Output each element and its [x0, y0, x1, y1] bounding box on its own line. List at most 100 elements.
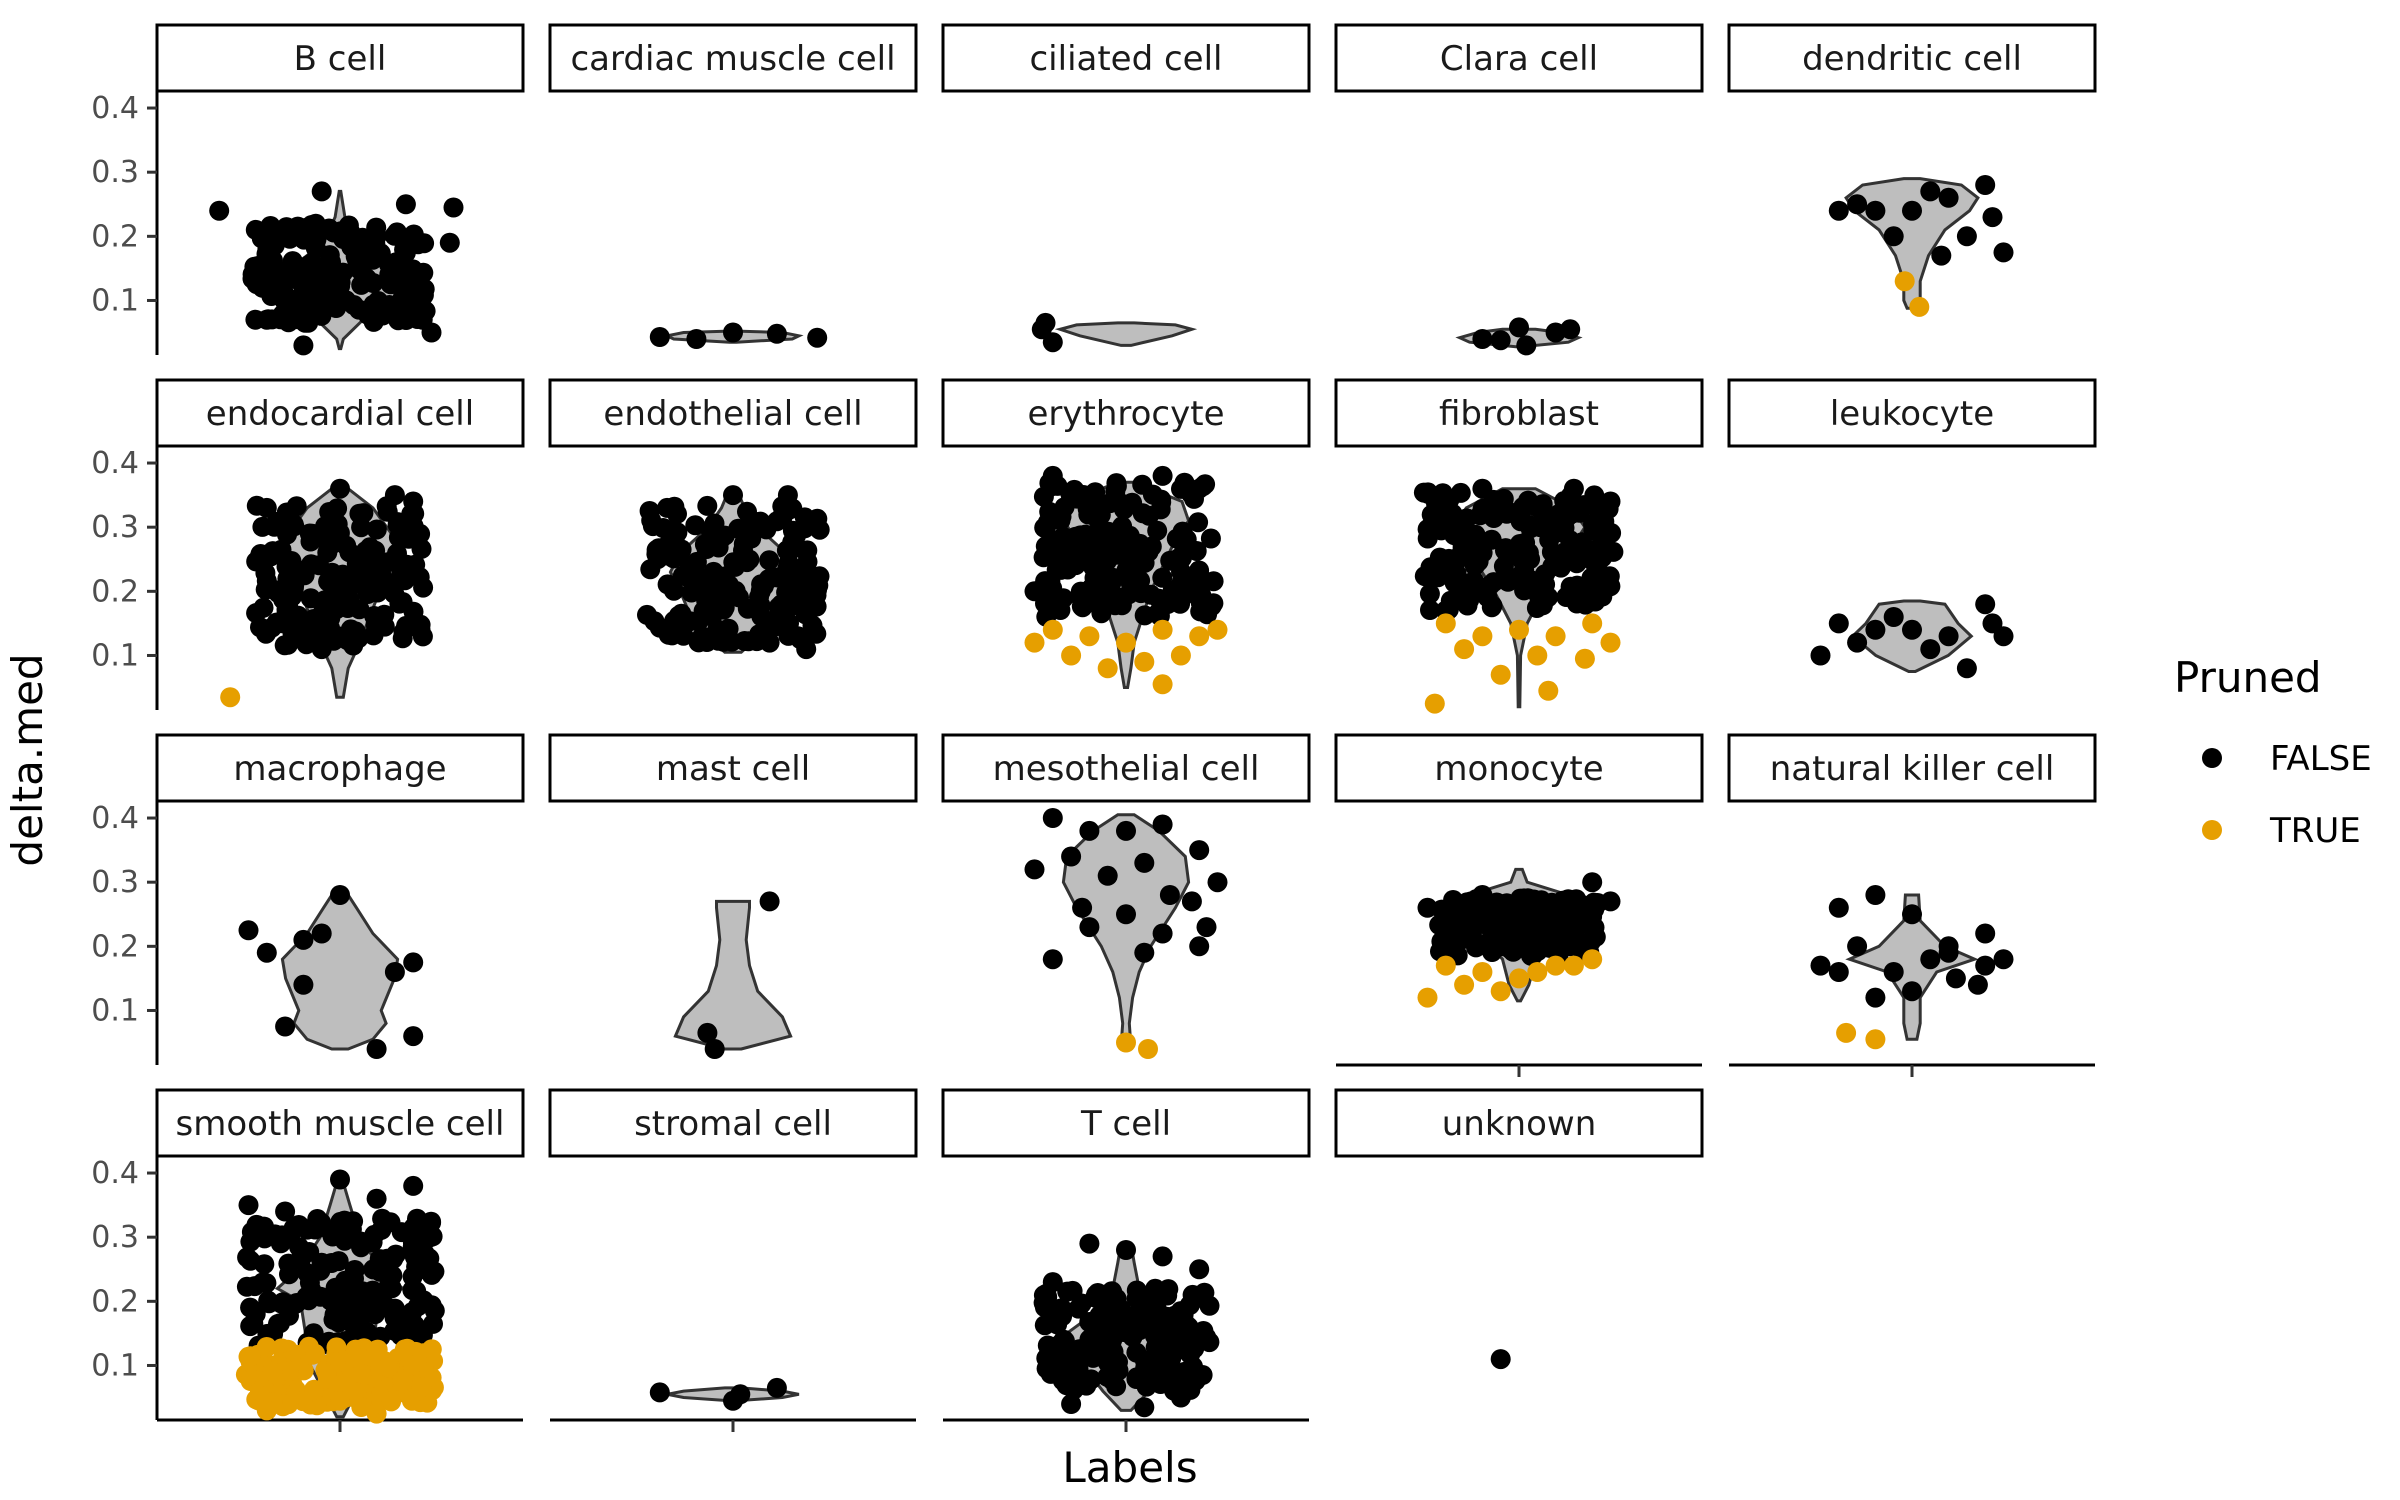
strip-box	[1334, 733, 1704, 803]
y-tick-label: 0.4	[91, 91, 139, 126]
data-point	[759, 550, 780, 571]
data-point	[410, 1323, 431, 1344]
strip-box	[941, 1088, 1311, 1158]
data-point	[680, 611, 701, 632]
data-point-false	[1079, 820, 1100, 841]
data-point	[1510, 511, 1531, 532]
strip-label: dendritic cell	[1802, 39, 2022, 79]
data-point	[1054, 497, 1075, 518]
data-point-false	[384, 485, 405, 506]
data-point	[276, 293, 297, 314]
data-point	[371, 1219, 392, 1240]
data-point-false	[1865, 885, 1886, 905]
data-point	[1563, 502, 1584, 523]
data-point-false	[1828, 897, 1849, 918]
data-point	[1520, 549, 1541, 570]
data-point-true	[1527, 962, 1548, 982]
data-point-false	[1945, 968, 1966, 989]
data-point	[375, 1296, 396, 1317]
data-point	[241, 1222, 262, 1242]
data-point-false	[1061, 1394, 1082, 1414]
data-point	[1481, 597, 1502, 618]
y-axis-title: delta.med	[3, 653, 52, 866]
data-point-false	[1975, 955, 1996, 976]
data-point	[1071, 532, 1092, 552]
violin-shape	[280, 893, 400, 1051]
data-point-false	[1993, 242, 2014, 263]
data-point	[272, 613, 293, 634]
strip-box	[941, 733, 1311, 803]
data-point-false	[1207, 872, 1228, 893]
data-point	[1197, 604, 1218, 625]
data-point-true	[1574, 648, 1595, 669]
data-point-true	[1909, 296, 1930, 317]
data-point	[1090, 1306, 1111, 1327]
point-cloud-true	[235, 1336, 444, 1417]
data-point-false	[1490, 330, 1511, 351]
data-point-false	[1847, 632, 1868, 653]
strip-label: ciliated cell	[1029, 39, 1222, 79]
data-point-false	[421, 322, 442, 343]
data-point-false	[311, 181, 332, 202]
data-point-false	[366, 1188, 387, 1209]
data-point-false	[330, 1169, 350, 1190]
data-point	[342, 1271, 363, 1291]
data-point-false	[1170, 1387, 1191, 1408]
data-point	[737, 501, 757, 522]
y-tick-label: 0.3	[91, 510, 139, 545]
data-point-false	[649, 1382, 670, 1403]
data-point-true	[1024, 632, 1045, 653]
data-point-true	[1134, 651, 1155, 672]
data-point	[1421, 516, 1442, 536]
data-point	[391, 305, 412, 326]
data-point	[692, 626, 713, 647]
data-point-true	[1435, 955, 1456, 976]
data-point-false	[657, 497, 678, 518]
data-point-false	[1196, 917, 1217, 938]
data-point-false	[1600, 891, 1621, 912]
data-point	[264, 516, 285, 537]
data-point-false	[1883, 607, 1904, 627]
data-point-true	[1417, 987, 1438, 1008]
data-point	[284, 516, 305, 537]
data-point-true	[1097, 658, 1118, 679]
data-point-false	[1072, 897, 1093, 918]
data-point	[1203, 571, 1224, 592]
data-point	[382, 1265, 403, 1286]
data-point-false	[1031, 319, 1052, 340]
data-point-false	[1865, 987, 1886, 1008]
data-point-false	[723, 322, 743, 343]
data-point-false	[1975, 175, 1996, 195]
strip-label: natural killer cell	[1770, 749, 2055, 789]
data-point-false	[275, 1016, 296, 1037]
data-point-false	[766, 1377, 787, 1398]
data-point	[402, 1232, 423, 1253]
data-point-false	[330, 885, 350, 905]
data-point	[685, 515, 706, 536]
data-point	[1048, 539, 1068, 560]
data-point	[400, 288, 421, 309]
data-point	[411, 538, 432, 559]
data-point	[1188, 512, 1209, 533]
strip-label: erythrocyte	[1028, 394, 1225, 434]
data-point-false	[1472, 478, 1493, 499]
data-point	[1132, 503, 1153, 524]
data-point-true	[1538, 680, 1559, 701]
data-point-true	[1189, 626, 1210, 647]
data-point	[341, 236, 362, 257]
data-point-true	[1042, 619, 1063, 640]
data-point-false	[1079, 1233, 1100, 1254]
data-point	[300, 531, 321, 552]
data-point	[1098, 522, 1118, 543]
data-point-true	[1207, 619, 1228, 640]
data-point-false	[759, 891, 780, 912]
data-point	[1510, 888, 1531, 909]
data-point	[294, 565, 315, 586]
data-point-false	[1920, 639, 1941, 660]
data-point-false	[1993, 949, 2014, 970]
data-point	[261, 286, 282, 306]
data-point	[387, 222, 407, 243]
